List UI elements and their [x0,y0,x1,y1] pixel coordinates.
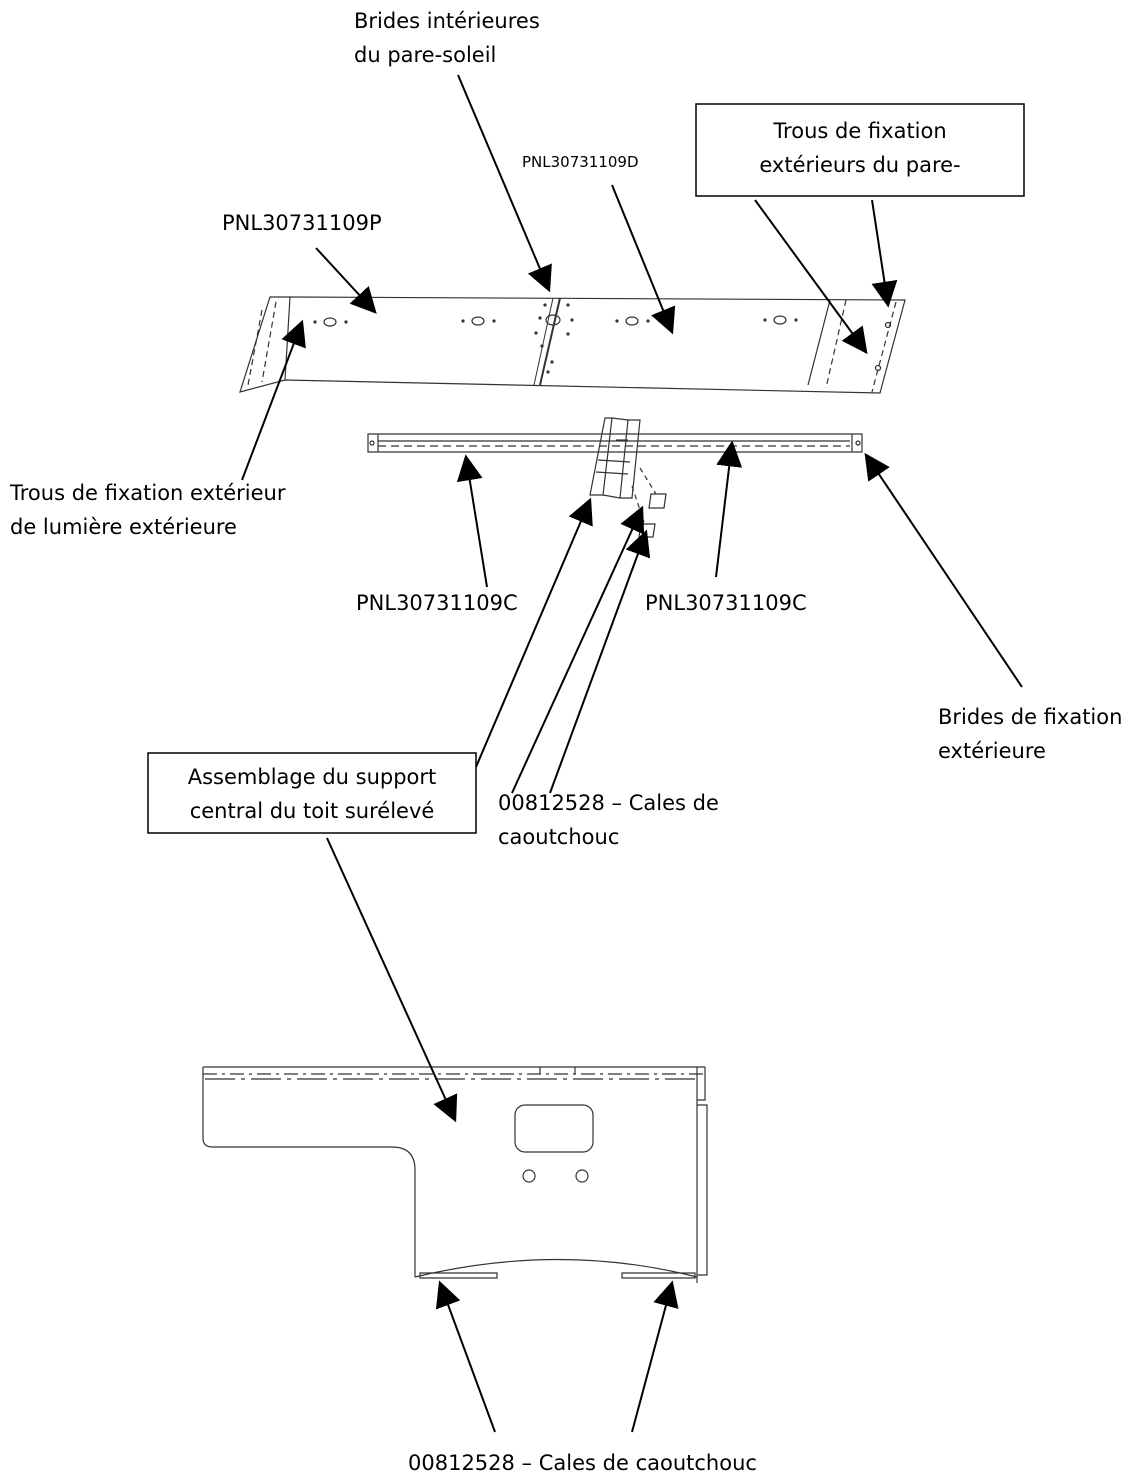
label-trous-pare: Trous de fixation extérieurs du pare- [759,119,961,177]
arrow-trous-lumiere [241,319,306,481]
arrow-pnl-c-right [715,440,743,578]
roof-support-assembly [202,1066,708,1283]
label-cales-mid: 00812528 – Cales de caoutchouc [498,791,719,849]
label-box-trous-pare [695,103,1025,197]
arrow-pnl-c-left [456,454,488,588]
leader-arrows [241,74,1023,1433]
arrow-assemblage [475,497,593,768]
arrow-cales-bottom-left [435,1280,496,1433]
label-pnl-d: PNL30731109D [522,153,639,171]
label-pnl-p: PNL30731109P [222,211,382,235]
arrow-cales-bottom-right [631,1280,679,1433]
arrow-cales-mid-a [511,505,645,794]
arrow-trous-pare-b [871,199,898,308]
arrow-brides-interieures [457,74,552,293]
label-trous-lumiere: Trous de fixation extérieur de lumière e… [10,481,286,539]
label-cales-bottom: 00812528 – Cales de caoutchouc [408,1451,757,1475]
label-pnl-c-right: PNL30731109C [645,591,807,615]
arrow-trous-pare-a [754,199,868,355]
sun-visor-panel [239,296,906,394]
channel-rail [367,417,863,538]
arrow-pnl-d [611,184,676,335]
arrow-assemblage-down [326,837,458,1123]
label-box-assemblage [147,752,477,834]
arrow-pnl-p [315,247,377,314]
panel-dots [313,303,798,374]
arrow-cales-mid-b [549,529,651,794]
label-brides-interieures: Brides intérieures du pare-soleil [354,9,540,67]
label-assemblage: Assemblage du support central du toit su… [187,765,437,823]
arrow-brides-exterieure [864,452,1023,688]
label-pnl-c-left: PNL30731109C [356,591,518,615]
label-brides-exterieure: Brides de fixation extérieure [938,705,1123,763]
